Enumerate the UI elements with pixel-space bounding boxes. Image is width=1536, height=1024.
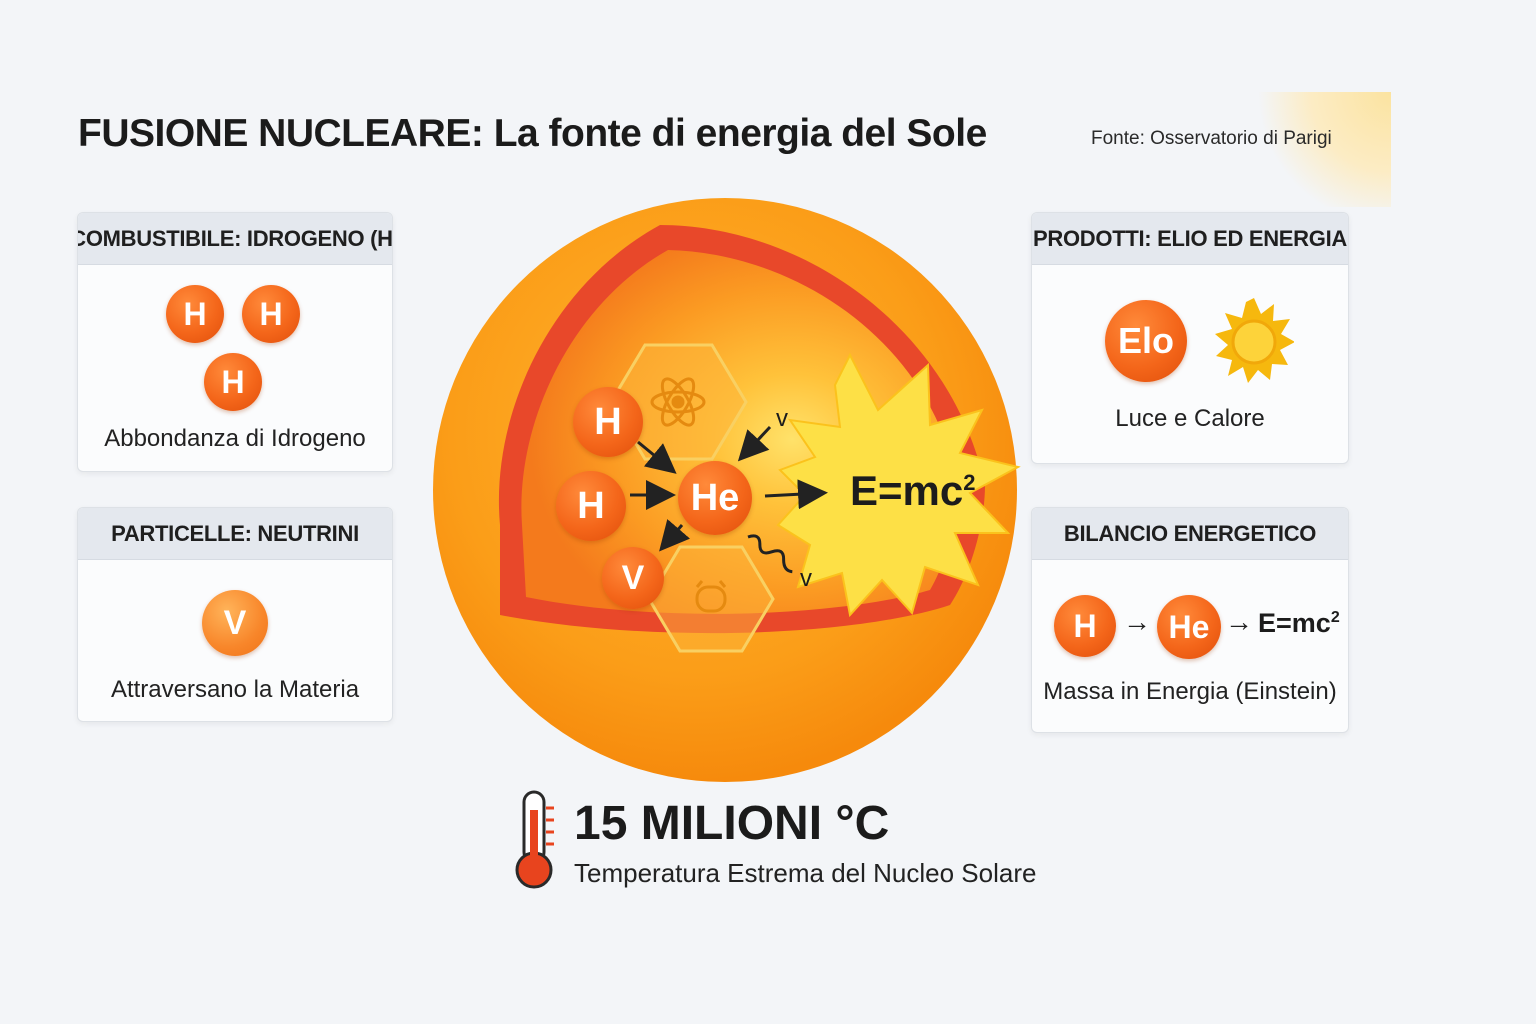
thermometer-icon (515, 790, 554, 889)
helium-atom-icon: He (1157, 595, 1221, 659)
card-products-header: PRODOTTI: ELIO ED ENERGIA (1032, 213, 1348, 265)
arrow-icon: → (1123, 606, 1151, 637)
balance-equation: E=mc2 (1258, 608, 1340, 639)
page-title: FUSIONE NUCLEARE: La fonte di energia de… (78, 112, 987, 156)
card-particles-header: PARTICELLE: NEUTRINI (78, 508, 392, 560)
card-particles: PARTICELLE: NEUTRINI V Attraversano la M… (77, 507, 393, 722)
arrow-icon (637, 440, 677, 474)
sun-icon (1215, 298, 1294, 383)
core-equation-exponent: 2 (963, 470, 976, 495)
temperature-label: Temperatura Estrema del Nucleo Solare (574, 858, 1037, 888)
card-products: PRODOTTI: ELIO ED ENERGIA Elo Luce e Cal… (1031, 212, 1349, 464)
helium-atom-icon: He (678, 461, 752, 535)
neutrino-label: v (800, 565, 812, 592)
card-fuel-caption: Abbondanza di Idrogeno (104, 425, 366, 452)
corner-sun-glow (1256, 92, 1391, 207)
hydrogen-atom-icon: H (204, 353, 262, 411)
card-particles-caption: Attraversano la Materia (110, 676, 360, 703)
neutrino-particle-icon: V (202, 590, 268, 656)
wave-icon (747, 534, 793, 574)
neutrino-label: v (776, 405, 788, 432)
card-products-caption: Luce e Calore (1115, 405, 1265, 432)
balance-equation-exponent: 2 (1330, 609, 1340, 626)
card-balance-header: BILANCIO ENERGETICO (1032, 508, 1348, 560)
title-rest: La fonte di energia del Sole (493, 112, 988, 155)
card-balance: BILANCIO ENERGETICO H → He → E=mc2 Massa… (1031, 507, 1349, 733)
helium-atom-icon: Elo (1105, 300, 1187, 382)
hydrogen-atom-icon: H (573, 387, 643, 457)
source-credit: Fonte: Osservatorio di Parigi (1091, 128, 1332, 149)
title-bold: FUSIONE NUCLEARE: (78, 112, 484, 155)
core-equation: E=mc2 (850, 467, 976, 515)
arrow-icon (659, 519, 691, 552)
hydrogen-atom-icon: H (166, 285, 224, 343)
energy-burst-icon (776, 352, 1021, 618)
hydrogen-atom-icon: H (556, 471, 626, 541)
card-fuel: COMBUSTIBILE: IDROGENO (H) H H H Abbonda… (77, 212, 393, 472)
temperature-value: 15 MILIONI °C (574, 797, 890, 850)
ring-icon (695, 580, 727, 613)
hydrogen-atom-icon: H (242, 285, 300, 343)
core-equation-base: E=mc (850, 467, 964, 514)
balance-equation-base: E=mc (1258, 608, 1331, 638)
arrow-icon (737, 425, 772, 462)
card-balance-caption: Massa in Energia (Einstein) (1043, 678, 1337, 705)
arrow-icon: → (1225, 606, 1253, 637)
neutrino-particle-icon: V (602, 547, 664, 609)
hydrogen-atom-icon: H (1054, 595, 1116, 657)
sun-core-diagram: H H He V v v E=mc2 (430, 195, 1030, 795)
arrow-icon (764, 479, 828, 510)
atom-icon (650, 377, 706, 427)
card-fuel-header: COMBUSTIBILE: IDROGENO (H) (78, 213, 392, 265)
